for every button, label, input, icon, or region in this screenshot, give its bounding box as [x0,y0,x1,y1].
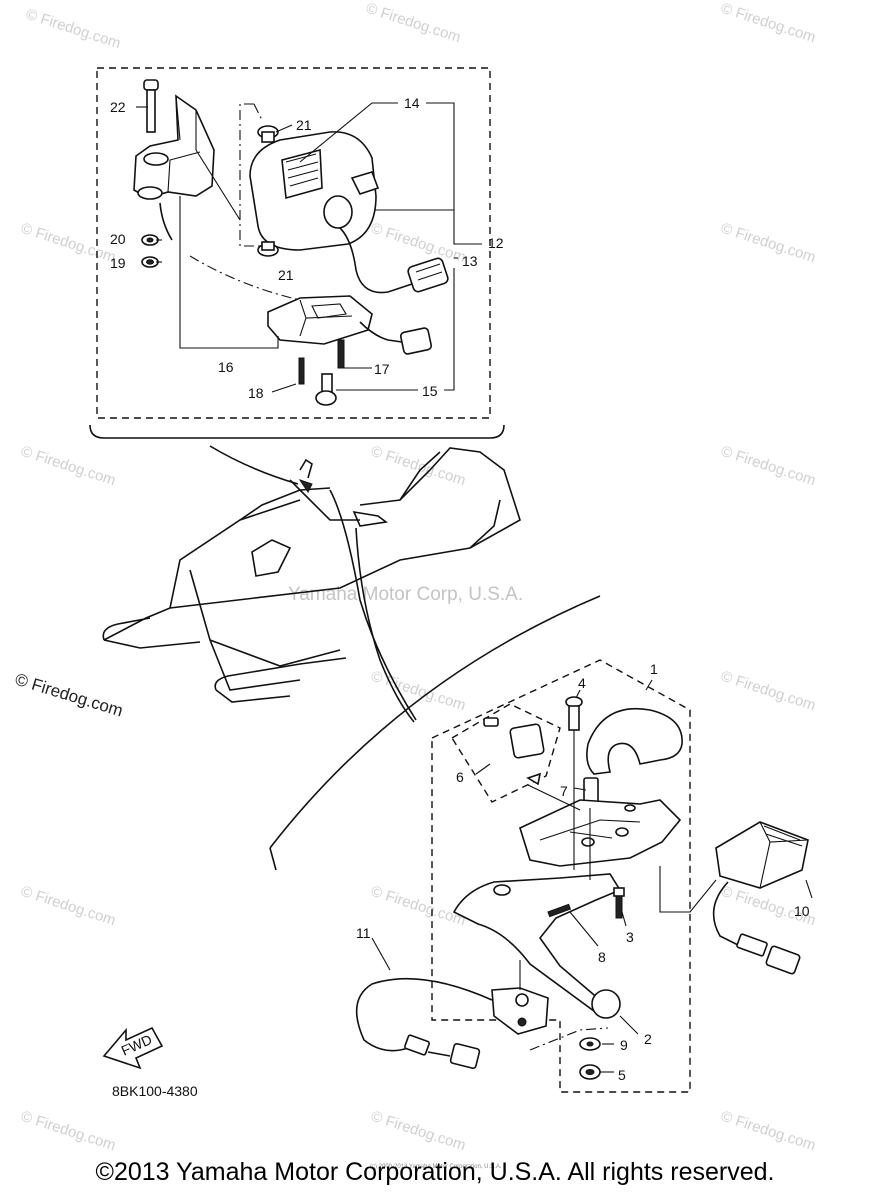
leader-line [271,383,297,393]
brake-lever [452,873,622,1019]
washer-21-bottom [257,241,279,257]
watermark: © Firedog.com [719,220,818,267]
callout-1: 1 [650,661,658,677]
nut-5 [579,1064,601,1080]
leader-line [475,763,491,775]
leader-line [299,102,398,163]
lower-module [189,255,433,355]
copyright-notice: ©2013 Yamaha Motor Corporation, U.S.A. A… [95,1158,775,1186]
leader-line [805,879,813,899]
callout-8: 8 [598,949,606,965]
callout-2: 2 [644,1031,652,1047]
callout-12: 12 [488,235,504,251]
callout-7: 7 [560,783,568,799]
callout-14: 14 [404,95,420,111]
detail-box-top: 22 21 14 20 19 21 13 12 16 17 18 15 [89,67,505,439]
callout-3: 3 [626,929,634,945]
leader-line [239,103,262,247]
switch-11 [355,977,549,1070]
callout-6: 6 [456,769,464,785]
watermark: © Firedog.com [719,1108,818,1155]
callout-15: 15 [422,383,438,399]
callout-21: 21 [278,267,294,283]
leader-line [621,911,627,927]
watermark-center: Yamaha Motor Corp, U.S.A. [288,584,523,605]
washer-9 [579,1037,601,1051]
bracket [133,94,215,241]
watermark: © Firedog.com [719,668,818,715]
watermark: © Firedog.com [19,1108,118,1155]
leader-line [527,784,581,811]
callout-11: 11 [356,925,371,941]
fwd-arrow-icon: FWD [102,1026,164,1070]
callout-17: 17 [374,361,390,377]
watermark: © Firedog.com [719,443,818,490]
callout-20: 20 [110,231,126,247]
watermark: © Firedog.com [369,220,468,267]
leader-line [575,689,581,699]
callout-10: 10 [794,903,810,919]
callout-5: 5 [618,1067,626,1083]
screw-4 [565,696,583,731]
watermark: © Firedog.com [719,0,818,46]
callout-4: 4 [578,675,586,691]
cover [586,708,683,775]
watermark: © Firedog.com [369,883,468,930]
callout-22: 22 [110,99,126,115]
watermark: © Firedog.com [24,6,123,53]
leader-line [619,1015,639,1035]
screw-3 [613,887,625,919]
detail-box-bottom: 1 4 6 7 10 3 8 11 2 9 5 [355,659,813,1093]
nut-20 [141,234,159,246]
leader-line [371,937,391,971]
screw-8 [547,903,572,918]
leader-line [179,196,279,349]
screw-18 [298,357,305,385]
reference-code: 8BK100-4380 [112,1083,198,1099]
watermark: © Firedog.com [19,220,118,267]
leader-line [275,124,293,133]
watermark: © Firedog.com [19,443,118,490]
callout-21: 21 [296,117,312,133]
bolt-15 [315,373,337,406]
snowmobile [102,445,601,871]
screw-17 [337,339,345,369]
leader-line [444,268,455,391]
nut-19 [141,256,159,268]
main-switch-unit [249,131,449,294]
callout-13: 13 [462,253,478,269]
watermark: © Firedog.com [19,883,118,930]
callout-16: 16 [218,359,234,375]
watermark: © Firedog.com [13,670,125,721]
leader-line [195,149,241,221]
watermark: © Firedog.com [364,0,463,46]
callout-19: 19 [110,255,126,271]
lever-bracket [519,799,682,867]
callout-9: 9 [620,1037,628,1053]
connector-10 [712,821,809,975]
leader-line [659,866,717,913]
leader-line [645,679,653,691]
bolt-22 [143,79,159,133]
leader-line [253,103,263,121]
leader-line [573,787,587,791]
leader-line [569,911,599,947]
bottom-strip [0,1193,870,1200]
watermark: © Firedog.com [369,1108,468,1155]
small-print: (c) 2000-2013 Yamaha Motor Corporation, … [370,1164,502,1170]
switch-6 [451,703,561,803]
washer-21-top [257,125,279,143]
callout-18: 18 [248,385,264,401]
leader-line [426,102,482,245]
watermark-layer: © Firedog.com © Firedog.com © Firedog.co… [13,0,818,1154]
